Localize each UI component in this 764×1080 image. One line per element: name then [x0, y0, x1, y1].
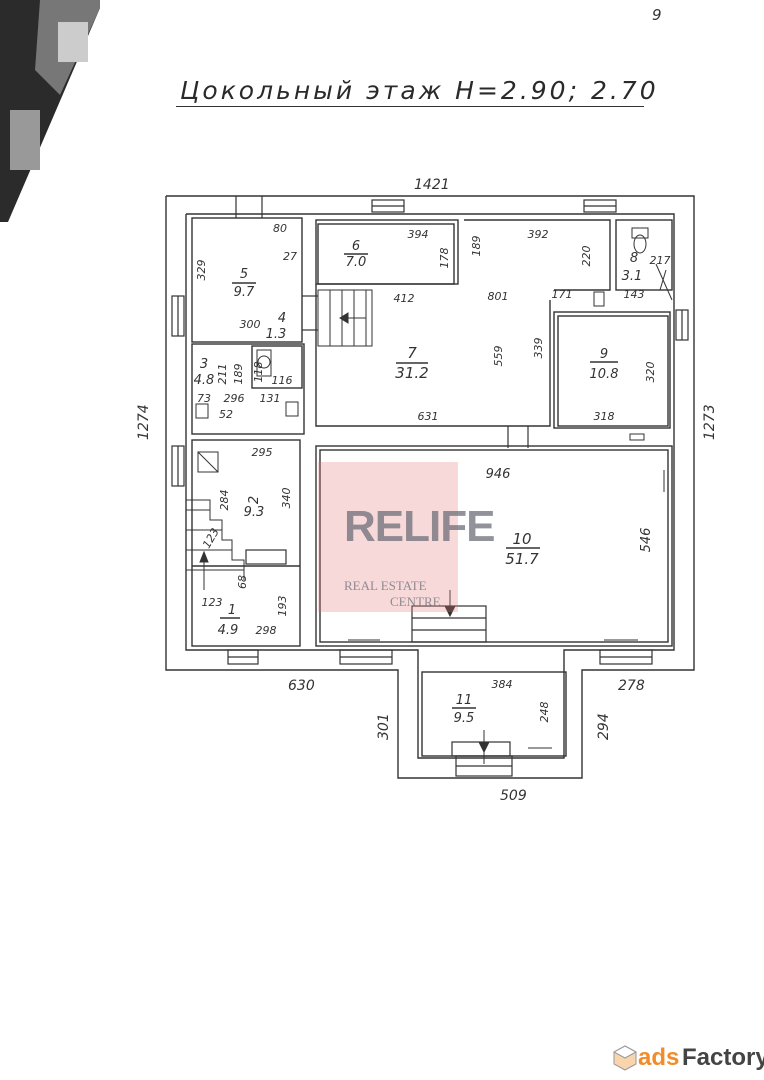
watermark-brand: RELIFE — [344, 502, 495, 551]
logo-part-ads: ads — [638, 1044, 680, 1071]
m-211: 211 — [216, 364, 229, 385]
m-52: 52 — [219, 408, 233, 421]
title-underline — [176, 106, 644, 107]
openings — [171, 196, 689, 777]
m-329: 329 — [195, 260, 208, 281]
m-73: 73 — [197, 392, 211, 405]
room-10-area: 51.7 — [505, 550, 539, 568]
scan-edge-shadow — [0, 0, 100, 222]
room-7-num: 7 — [407, 344, 417, 362]
m-131: 131 — [260, 392, 281, 405]
m-300: 300 — [240, 318, 261, 331]
room-labels: 1 4.9 2 9.3 3 4.8 4 1.3 5 9.7 6 7.0 7 31… — [194, 239, 643, 726]
m-118: 118 — [252, 362, 265, 383]
dim-right: 1273 — [702, 404, 718, 440]
m-123b: 123 — [202, 596, 223, 609]
logo-part-factory: Factory — [682, 1044, 764, 1071]
room-3-num: 3 — [200, 357, 208, 372]
m-295: 295 — [252, 446, 273, 459]
m-284: 284 — [218, 490, 231, 511]
m-220: 220 — [580, 246, 593, 267]
room-9-num: 9 — [600, 347, 608, 362]
m-189b: 189 — [232, 364, 245, 385]
room-10-num: 10 — [512, 530, 531, 548]
dim-top: 1421 — [414, 177, 450, 193]
m-80: 80 — [273, 222, 287, 235]
dim-left: 1274 — [136, 404, 152, 440]
outer-walls — [165, 195, 695, 779]
m-801: 801 — [488, 290, 509, 303]
room-1-num: 1 — [228, 603, 236, 618]
m-394: 394 — [408, 228, 429, 241]
room-6-num: 6 — [352, 239, 360, 254]
room-2-area: 9.3 — [244, 505, 265, 520]
room-4-area: 1.3 — [266, 327, 287, 342]
watermark-line2: CENTRE — [390, 594, 441, 609]
watermark-box — [318, 462, 458, 612]
dimension-labels: 1421 1274 1273 630 278 509 301 294 — [136, 177, 718, 804]
m-193: 193 — [276, 596, 289, 617]
room-3-area: 4.8 — [194, 373, 215, 388]
floor-title: Цокольный этаж H=2.90; 2.70 — [180, 76, 659, 105]
dim-annex-left: 301 — [376, 713, 392, 740]
m-392: 392 — [528, 228, 549, 241]
m-298: 298 — [256, 624, 277, 637]
m-171: 171 — [552, 288, 573, 301]
room-11-num: 11 — [456, 693, 473, 708]
dim-bottom-right: 278 — [618, 678, 645, 694]
room-4-num: 4 — [278, 311, 286, 326]
m-116: 116 — [272, 374, 293, 387]
watermark-line1: REAL ESTATE — [344, 578, 427, 593]
m-631: 631 — [418, 410, 439, 423]
adsfactory-logo: ads Factory — [612, 1044, 764, 1074]
interior-walls — [191, 217, 673, 757]
relife-watermark: RELIFE REAL ESTATE CENTRE — [318, 462, 495, 622]
m-384: 384 — [492, 678, 513, 691]
page-number: 9 — [652, 6, 662, 24]
room-6-area: 7.0 — [346, 255, 367, 270]
room-11-area: 9.5 — [454, 711, 475, 726]
m-412: 412 — [394, 292, 415, 305]
m-189: 189 — [470, 236, 483, 257]
fixtures — [195, 227, 673, 764]
room-8-num: 8 — [630, 251, 638, 266]
m-946: 946 — [486, 467, 511, 482]
m-339: 339 — [532, 338, 545, 359]
cube-icon — [612, 1045, 638, 1071]
room-7-area: 31.2 — [395, 364, 428, 382]
m-27: 27 — [283, 250, 297, 263]
dim-bottom-annex: 509 — [500, 788, 527, 804]
m-248: 248 — [538, 702, 551, 723]
dim-bottom-left: 630 — [288, 678, 315, 694]
room-2-num: 2 — [247, 496, 262, 504]
m-296: 296 — [224, 392, 245, 405]
m-559: 559 — [492, 346, 505, 367]
m-546: 546 — [639, 528, 654, 553]
m-320: 320 — [644, 362, 657, 383]
room-8-area: 3.1 — [622, 269, 643, 284]
room-9-area: 10.8 — [590, 367, 619, 382]
m-143: 143 — [624, 288, 645, 301]
m-178: 178 — [438, 248, 451, 269]
room-1-area: 4.9 — [218, 623, 239, 638]
m-340: 340 — [280, 488, 293, 509]
m-217: 217 — [650, 254, 671, 267]
m-68: 68 — [236, 575, 249, 589]
m-318: 318 — [594, 410, 615, 423]
room-5-area: 9.7 — [234, 285, 255, 300]
dim-annex-right: 294 — [596, 713, 612, 740]
room-5-num: 5 — [240, 267, 248, 282]
